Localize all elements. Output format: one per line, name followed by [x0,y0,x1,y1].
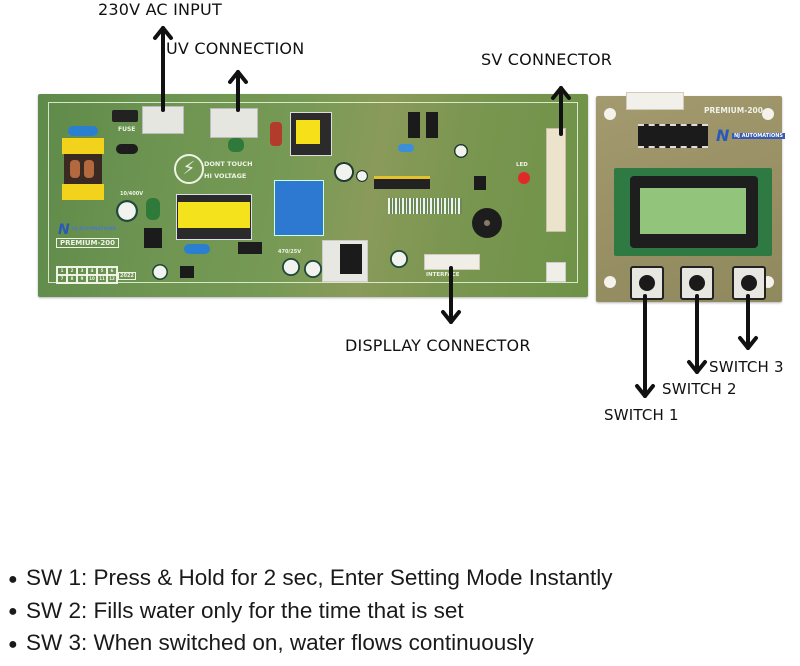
triac-1 [408,112,420,138]
led-label: LED [516,162,528,168]
electrolytic-capacitor-4 [454,144,468,158]
barcode [388,198,462,214]
led [518,172,530,184]
electrolytic-capacitor [116,200,138,222]
uv-connector [210,108,258,138]
display-model-label: PREMIUM-200 [704,106,763,115]
electrolytic-capacitor-3 [356,170,368,182]
arrow-display-connector [441,266,461,324]
board-outline [48,102,578,283]
grid-cell: 1 [57,267,67,275]
cap-label-400v: 10/400V [120,191,144,197]
choke-coil [62,138,104,200]
interface-label: INTERFACE [426,272,460,278]
label-sv-connector: SV CONNECTOR [481,50,613,69]
grid-cell: 3 [77,267,87,275]
small-transformer-core [296,120,320,144]
y-capacitor [68,126,98,136]
label-ac-input: 230V AC INPUT [98,0,222,19]
fuse [112,110,138,122]
bullet-icon: ● [8,603,18,621]
year-code: 2022 [118,272,136,280]
grid-cell: 2 [67,267,77,275]
display-brand-logo: N [716,126,730,145]
blue-small-cap [398,144,414,152]
grid-cell: 4 [87,267,97,275]
ac-input-connector [142,106,184,134]
label-uv-connection: UV CONNECTION [166,39,305,58]
note-item: ● SW 3: When switched on, water flows con… [8,627,613,660]
arrow-switch-2 [687,294,707,374]
switch-notes-list: ● SW 1: Press & Hold for 2 sec, Enter Set… [8,562,613,660]
label-switch-1: SWITCH 1 [604,406,679,424]
model-label: PREMIUM-200 [56,238,120,248]
small-ic [180,266,194,278]
switch-1-button[interactable] [630,266,664,300]
lcd-screen [640,188,746,234]
bullet-icon: ● [8,570,18,588]
grid-cell: 5 [97,267,107,275]
brand-logo: N [58,222,70,238]
arrow-ac-input [153,26,173,112]
mount-hole [604,276,616,288]
note-text: SW 2: Fills water only for the time that… [26,597,464,623]
note-text: SW 1: Press & Hold for 2 sec, Enter Sett… [26,565,613,590]
mount-hole [604,108,616,120]
green-capacitor-2 [146,198,160,220]
grid-cell: 6 [107,267,117,275]
electrolytic-capacitor-2 [334,162,354,182]
grid-cell: 11 [97,275,107,283]
grid-cell: 8 [67,275,77,283]
blue-cap-2 [184,244,210,254]
optocoupler [474,176,486,190]
mount-hole [762,108,774,120]
small-connector [546,262,566,282]
green-capacitor [228,138,244,152]
grid-cell: 9 [77,275,87,283]
display-input-connector [626,92,684,110]
pin-header [374,176,430,189]
electrolytic-capacitor-6 [304,260,322,278]
thermistor [116,144,138,154]
electrolytic-capacitor-8 [152,264,168,280]
sv-connector [546,128,566,232]
grid-cell: 7 [57,275,67,283]
note-text: SW 3: When switched on, water flows cont… [26,630,534,656]
red-capacitor [270,122,282,146]
label-switch-3: SWITCH 3 [709,358,784,376]
display-board: PREMIUM-200 N NJ AUTOMATIONS [596,92,785,302]
grid-cell: 12 [107,275,117,283]
diode-bridge [238,242,262,254]
ic-chip [144,228,162,248]
microcontroller-ic [638,124,708,148]
buzzer [472,208,502,238]
warning-line-2: HI VOLTAGE [204,172,247,180]
arrow-switch-1 [635,294,655,398]
arrow-sv-connector [551,86,571,136]
main-control-board: FUSE ⚡ DONT TOUCH HI VOLTAGE 10/400V [38,94,588,297]
note-item: ● SW 1: Press & Hold for 2 sec, Enter Set… [8,562,613,595]
high-voltage-icon: ⚡ [174,154,204,184]
bullet-icon: ● [8,635,18,653]
relay [274,180,324,236]
electrolytic-capacitor-7 [390,250,408,268]
brand-name: NJ AUTOMATIONS [72,227,117,232]
cap-label-25v: 470/25V [278,249,302,255]
callout-arrows [153,26,758,398]
warning-line-1: DONT TOUCH [204,160,253,168]
label-switch-2: SWITCH 2 [662,380,737,398]
fuse-label: FUSE [118,126,136,133]
main-transformer-core [178,202,250,228]
note-item: ● SW 2: Fills water only for the time tha… [8,595,613,628]
display-brand-name: NJ AUTOMATIONS [732,133,785,139]
grid-cell: 10 [87,275,97,283]
arrow-uv-connection [228,70,248,112]
electrolytic-capacitor-5 [282,258,300,276]
triac-2 [426,112,438,138]
arrow-switch-3 [738,294,758,350]
label-display-connector: DISPLLAY CONNECTOR [345,336,531,355]
regulator-body [340,244,362,274]
batch-grid: 1 2 3 4 5 6 7 8 9 10 11 12 [56,266,118,284]
